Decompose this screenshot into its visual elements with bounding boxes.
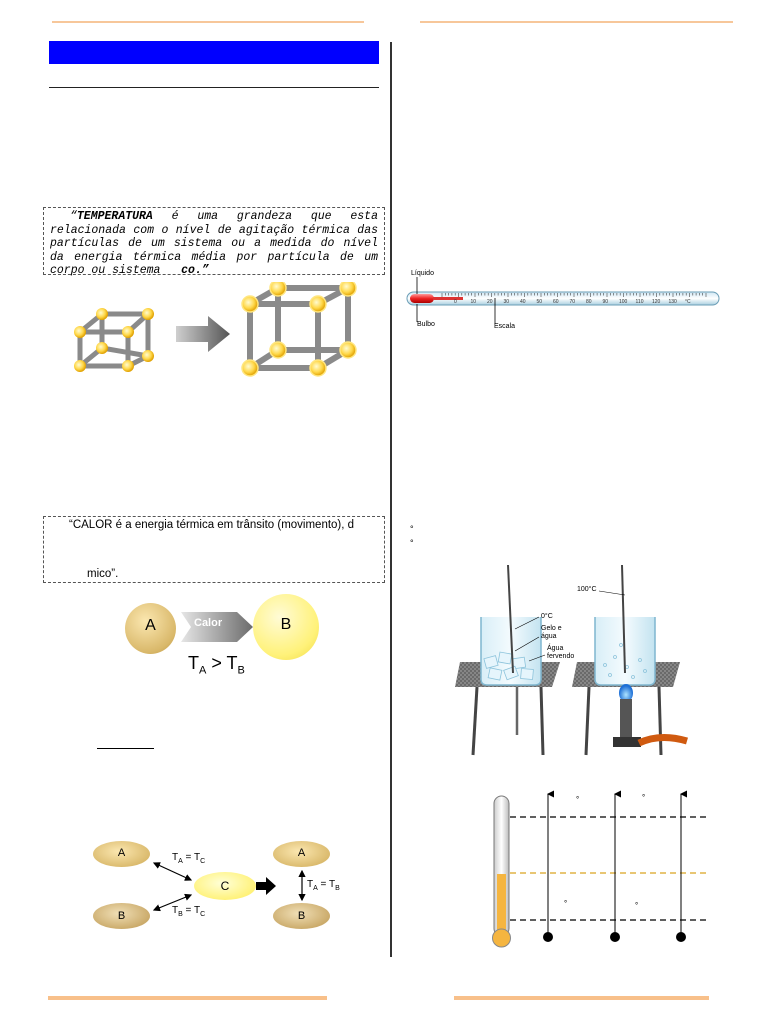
temperature-scales-figure: ° ° ° °	[488, 788, 713, 953]
section-title-bar	[49, 41, 379, 64]
temperatura-tail: co.”	[181, 264, 209, 277]
relation-sub-a: A	[199, 664, 207, 677]
scale-tick-label: 10	[470, 299, 477, 305]
eq-ac-sub2: C	[200, 858, 206, 865]
sphere-a	[125, 603, 176, 654]
eq-bc-t: T	[172, 905, 179, 916]
calor-arrow-label: Calor	[194, 617, 223, 629]
eq-bc-sub1: B	[178, 911, 183, 918]
ellipse-b-right-label: B	[297, 910, 306, 922]
scale-tick-label: °C	[685, 299, 691, 305]
label-bulbo: Bulbo	[417, 321, 435, 328]
beakers-figure: 0°C Gelo e água Água fervendo 100°C	[455, 565, 690, 760]
ellipse-a-left	[93, 841, 150, 867]
thermometer-ticks	[441, 293, 707, 297]
scale-tick-label: 120	[652, 299, 661, 305]
relation-t: T	[188, 653, 199, 673]
ellipse-b-left	[93, 903, 150, 929]
temperatura-definition-text: “TEMPERATURA é uma grandeza que esta rel…	[50, 210, 378, 278]
scale-tick-label: 50	[536, 299, 543, 305]
eq-bc-mid: = T	[182, 905, 201, 916]
label-agua-fervendo: Água fervendo	[547, 645, 575, 660]
scale-tick-label: 70	[569, 299, 576, 305]
result-arrow	[256, 877, 276, 895]
calor-definition-box: “CALOR é a energia térmica em trânsito (…	[43, 516, 385, 583]
ellipse-c-label: C	[220, 879, 230, 893]
equation-tb-tc: TB = TC	[172, 905, 205, 918]
large-lattice-cube	[247, 285, 351, 371]
label-escala: Escala	[494, 323, 516, 330]
degree-mark-1: °	[576, 795, 580, 804]
eq-ab-sub1: A	[313, 885, 318, 892]
eq-ac-mid: = T	[182, 852, 201, 863]
equation-ta-tb: TA = TB	[307, 879, 340, 892]
eq-ac-sub1: A	[178, 858, 183, 865]
ellipse-a-right	[273, 841, 330, 867]
ellipse-b-right	[273, 903, 330, 929]
scale-tick-label: 80	[586, 299, 592, 305]
eq-ab-t: T	[307, 879, 314, 890]
heat-flow-figure: A Calor B TA > TB	[120, 594, 330, 682]
ellipse-b-left-label: B	[117, 910, 126, 922]
section-divider	[49, 87, 379, 88]
bullet-1: °	[410, 524, 414, 534]
calor-definition-line2: mico”.	[87, 568, 119, 580]
relation-sub-b: B	[237, 664, 245, 677]
bullet-2: °	[410, 538, 414, 548]
label-zero-celsius: 0°C	[541, 613, 553, 620]
scale-tick-label: 30	[503, 299, 510, 305]
scale-tick-label: 20	[487, 299, 493, 305]
open-quote: “	[70, 210, 77, 223]
scales-drawing	[492, 790, 710, 948]
sphere-a-label: A	[145, 617, 156, 634]
header-rule-right	[420, 21, 733, 23]
beakers-drawing	[455, 565, 688, 756]
eq-bc-sub2: C	[200, 911, 206, 918]
small-lattice-cube	[77, 311, 151, 369]
relation-op: > T	[206, 653, 238, 673]
temperatura-body: é uma grandeza que esta relacionada com …	[50, 210, 378, 277]
degree-mark-4: °	[635, 901, 639, 910]
label-gelo-agua: Gelo e água	[541, 625, 562, 640]
degree-mark-2: °	[642, 793, 646, 802]
scale-tick-label: 60	[553, 299, 559, 305]
equilibrium-arrows	[152, 862, 306, 912]
calor-arrow	[181, 612, 253, 642]
footer-rule-left	[48, 996, 327, 1000]
scale-tick-label: 110	[635, 299, 644, 305]
ellipse-a-left-label: A	[117, 847, 126, 859]
scale-tick-label: 90	[602, 299, 609, 305]
calor-definition-line1: “CALOR é a energia térmica em trânsito (…	[69, 519, 355, 531]
sphere-b	[253, 594, 319, 660]
scale-tick-label: 40	[520, 299, 526, 305]
label-cem-celsius: 100°C	[577, 586, 597, 593]
scale-tick-label: 100	[619, 299, 628, 305]
temperatura-definition-box: “TEMPERATURA é uma grandeza que esta rel…	[43, 207, 385, 278]
short-underline	[97, 748, 154, 749]
label-liquido: Líquido	[411, 270, 434, 277]
footer-rule-right	[454, 996, 709, 1000]
temperature-relation: TA > TB	[188, 653, 245, 677]
degree-mark-3: °	[564, 899, 568, 908]
scale-tick-label: 130	[668, 299, 677, 305]
scale-tick-label: 0	[454, 299, 457, 305]
header-rule-left	[52, 21, 364, 23]
thermometer-scale-labels: 0 10 20 30 40 50 60 70 80 90 100 110 120 130 °C	[405, 268, 725, 336]
thermal-equilibrium-figure: A B C A B TA = TC TB = TC TA = TB	[90, 838, 360, 938]
expansion-arrow	[176, 316, 230, 352]
eq-ab-mid: = T	[317, 879, 336, 890]
ellipse-a-right-label: A	[297, 847, 306, 859]
eq-ac-t: T	[172, 852, 179, 863]
thermometer-figure: Líquido Bulbo Escala 0 10 20 30 40 50 60 70 80 90…	[405, 268, 725, 336]
temperatura-term: TEMPERATURA	[76, 210, 153, 223]
eq-ab-sub2: B	[335, 885, 340, 892]
thermometer-body	[406, 277, 720, 324]
lattice-expansion-figure	[74, 282, 357, 377]
ellipse-c	[194, 872, 256, 900]
equation-ta-tc: TA = TC	[172, 852, 205, 865]
column-divider	[390, 42, 392, 957]
sphere-b-label: B	[280, 616, 292, 633]
